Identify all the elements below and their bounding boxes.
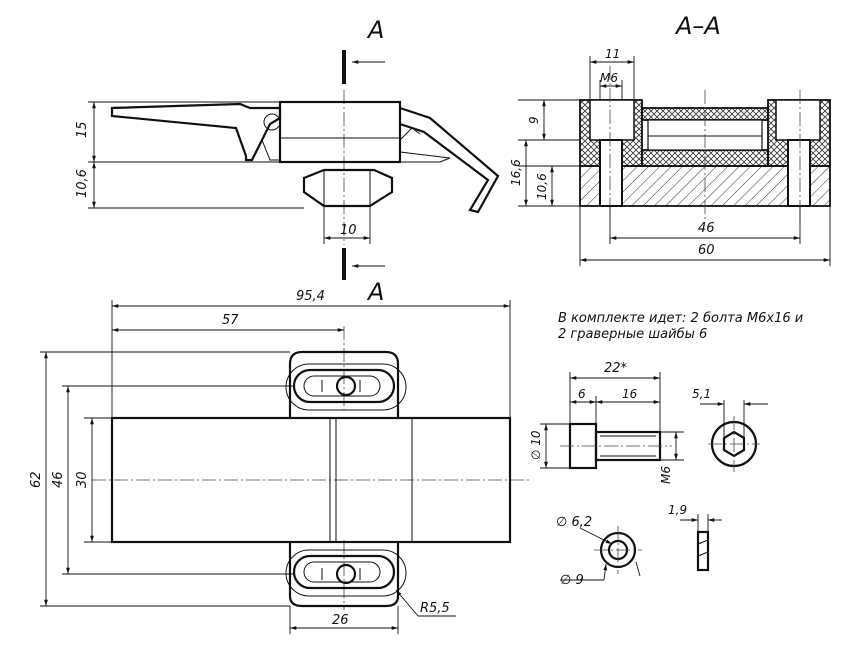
dim-bolt-22: 22* [604,361,628,376]
kit-note-line2: 2 граверные шайбы 6 [558,327,707,342]
section-view: A–A 11 M6 9 16 [509,12,831,266]
dim-bolt-m6: M6 [659,466,673,484]
dim-section-m6: M6 [600,71,618,85]
plan-body [110,416,512,544]
dim-side-15: 15 [75,121,90,138]
dim-plan-26: 26 [332,613,349,628]
kit-note-line1: В комплекте идет: 2 болта М6х16 и [558,311,803,326]
section-title: A–A [674,12,721,40]
section-mark-bottom [342,248,385,280]
washer-drawing: ∅ 6,2 ∅ 9 1,9 [556,503,722,588]
dim-washer-1-9: 1,9 [668,503,687,517]
dim-plan-r5-5: R5,5 [420,601,450,616]
latch-foot [302,168,394,208]
dim-bolt-16: 16 [622,387,638,401]
dim-section-60: 60 [698,243,715,258]
section-mark-top [342,50,385,84]
dim-section-10-6: 10,6 [535,173,549,200]
dim-side-10-6: 10,6 [75,169,90,198]
lever-pivot [261,139,280,161]
side-view: A A 15 10,6 10 [75,16,500,306]
dim-washer-d6-2: ∅ 6,2 [556,515,592,530]
section-letter-bottom: A [366,278,384,306]
dim-side-10: 10 [340,223,357,238]
dim-bolt-5-1: 5,1 [692,387,711,401]
dim-washer-d9: ∅ 9 [560,573,584,588]
bolt-drawing: 22* 6 16 ∅ 10 M6 5,1 [529,361,768,484]
dim-plan-62: 62 [29,471,44,488]
washer-side [696,530,710,572]
lever-handle [110,102,282,162]
dim-section-9: 9 [527,116,541,124]
plan-flange-bottom [285,542,407,608]
plan-view: 95,4 57 62 46 30 26 R5,5 [29,289,530,634]
dim-plan-57: 57 [222,313,239,328]
latch-hook [399,106,500,214]
dim-plan-95-4: 95,4 [296,289,325,304]
dim-bolt-6: 6 [578,387,586,401]
dim-bolt-d10: ∅ 10 [529,430,543,460]
dim-plan-30: 30 [75,471,90,488]
plan-flange-top [285,350,407,418]
dim-plan-46: 46 [51,471,66,488]
dim-section-11: 11 [605,47,620,61]
dim-section-46: 46 [698,221,715,236]
section-letter-top: A [366,16,384,44]
dim-section-16-6: 16,6 [509,159,523,186]
latch-body [278,100,402,164]
